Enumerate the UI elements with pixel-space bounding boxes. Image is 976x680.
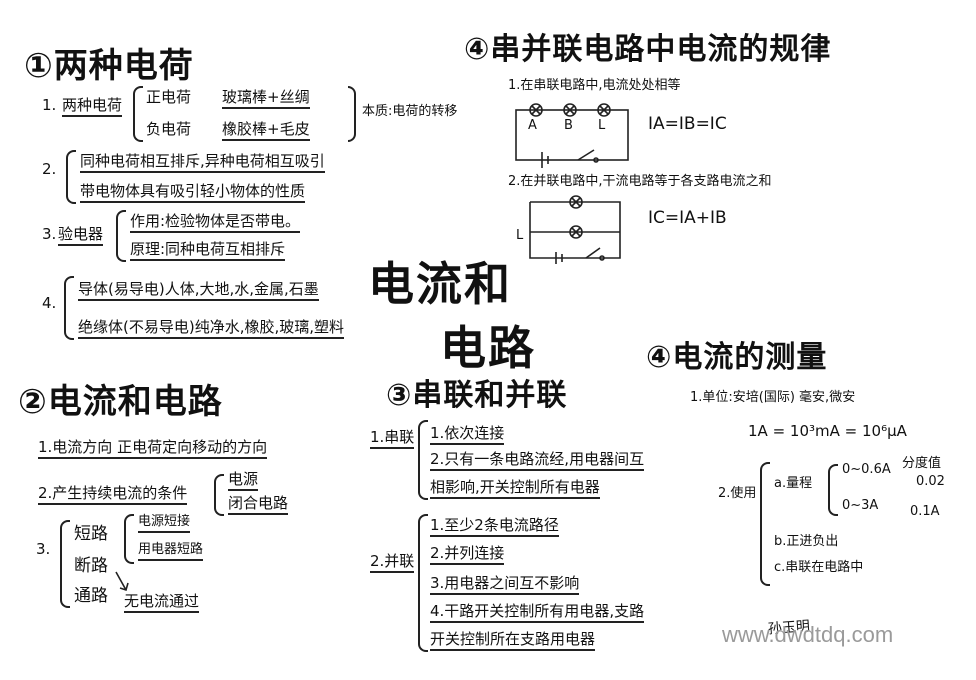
sec3-par-1: 1.至少2条电流路径 [430,516,559,537]
sec5-b-line: b.正进负出 [774,534,839,549]
sec2-line2-label: 2.产生持续电流的条件 [38,484,188,505]
sec1-item3-num: 3. [42,225,57,243]
sec1-item2-a: 同种电荷相互排斥,异种电荷相互吸引 [80,152,325,173]
sec5-c-line: c.串联在电路中 [774,560,864,575]
sec3-par-4: 4.干路开关控制所有用电器,支路 [430,602,645,623]
parallel-label-l: L [516,228,524,243]
sec4-line1: 1.在串联电路中,电流处处相等 [508,78,681,93]
sec1-neg-src: 橡胶棒+毛皮 [222,120,310,141]
sec1-item1-num: 1. [42,96,57,114]
sec1-essence: 本质:电荷的转移 [362,104,458,119]
sec5-usage-brace [760,462,770,586]
sec3-series-brace [418,420,428,500]
sec1-item2-num: 2. [42,160,57,178]
series-label-a: A [528,118,537,133]
sec2-short-b: 用电器短路 [138,542,204,561]
sec1-item2-b: 带电物体具有吸引轻小物体的性质 [80,182,306,203]
sec1-item3-b: 原理:同种电荷互相排斥 [130,240,286,261]
section3-title: ③串联和并联 [386,378,568,413]
sec1-item4-num: 4. [42,294,57,312]
sec2-line2-brace [214,474,224,516]
sec3-par-3: 3.用电器之间互不影响 [430,574,580,595]
sec3-par-2: 2.并列连接 [430,544,505,565]
sec2-item3-brace [60,520,70,608]
sec1-item3-a: 作用:检验物体是否带电。 [130,212,301,233]
sec1-item3-brace [116,210,126,262]
sec2-line2-b: 闭合电路 [228,494,289,515]
sec2-item3-num: 3. [36,540,51,558]
sec2-short-a: 电源短接 [138,514,191,533]
section2-title: ②电流和电路 [18,382,223,422]
sec1-item2-brace [66,150,76,204]
sec4-formula1: IA=IB=IC [648,114,727,134]
sec1-item4-a: 导体(易导电)人体,大地,水,金属,石墨 [78,280,319,301]
sec1-item4-b: 绝缘体(不易导电)纯净水,橡胶,玻璃,塑料 [78,318,345,339]
sec3-series-a: 1.依次连接 [430,424,505,445]
section1-title: ①两种电荷 [24,46,194,86]
sec5-usage-label: 2.使用 [718,486,757,501]
sec2-arrow-icon [115,571,129,592]
sec4-line2: 2.在并联电路中,干流电路等于各支路电流之和 [508,174,772,189]
sec2-closed: 通路 [74,586,108,606]
sec5-range-brace [828,464,838,516]
sec4-formula2: IC=IA+IB [648,208,727,228]
site-watermark: www.dwdtdq.com [722,622,894,647]
series-label-b: B [564,118,573,133]
sec5-div1: 0.02 [916,474,945,489]
center-title-line1: 电流和 [368,257,512,311]
section4-title: ④串并联电路中电流的规律 [464,32,832,67]
sec1-item4-brace [64,276,74,340]
sec1-pos-src: 玻璃棒+丝绸 [222,88,310,109]
sec5-division-label: 分度值 [902,456,942,471]
sec3-par-5: 开关控制所在支路用电器 [430,630,596,651]
sec1-pos-label: 正电荷 [146,88,192,106]
sec3-parallel-brace [418,514,428,652]
sec1-item1-label: 两种电荷 [62,96,123,117]
sec1-neg-label: 负电荷 [146,120,192,138]
sec2-short: 短路 [74,524,108,544]
sec1-right-bracket [348,86,356,142]
sec3-series-c: 相影响,开关控制所有电器 [430,478,600,499]
sec2-no-current: 无电流通过 [124,592,200,613]
sec2-line1: 1.电流方向 正电荷定向移动的方向 [38,438,268,459]
sec5-range2: 0~3A [842,498,879,513]
sec3-series-label: 1.串联 [370,428,415,449]
sec5-range1: 0~0.6A [842,462,891,477]
sec1-item1-brace [133,86,143,142]
sec2-open: 断路 [74,556,108,576]
section5-title: ④电流的测量 [646,340,828,375]
series-label-l: L [598,118,606,133]
sec5-range-label: a.量程 [774,476,813,491]
series-circuit-diagram [515,103,629,168]
sec2-line2-a: 电源 [228,470,259,491]
sec1-item3-label: 验电器 [58,225,104,246]
parallel-circuit-diagram [529,195,621,264]
sec3-series-b: 2.只有一条电路流经,用电器间互 [430,450,645,471]
sec5-conversion: 1A = 10³mA = 10⁶μA [748,422,907,440]
sec2-short-brace [124,514,134,564]
sec5-div2: 0.1A [910,504,940,519]
center-title-line2: 电路 [440,321,536,375]
sec3-parallel-label: 2.并联 [370,552,415,573]
sec5-unit: 1.单位:安培(国际) 毫安,微安 [690,390,856,405]
